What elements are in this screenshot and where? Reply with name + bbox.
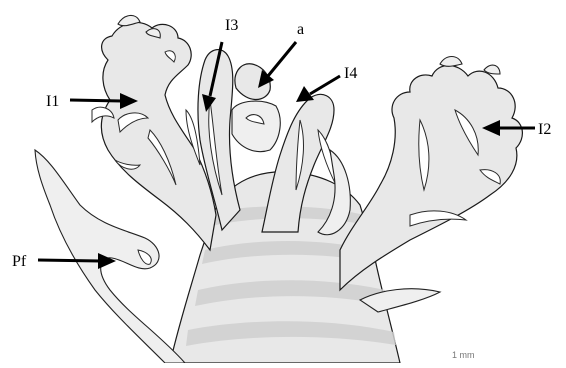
label-i4: I4: [344, 65, 357, 82]
label-i3: I3: [225, 17, 238, 34]
label-pf: Pf: [12, 253, 27, 270]
scale-bar-label: 1 mm: [452, 350, 475, 360]
apex-a: [232, 64, 280, 152]
label-i1: I1: [46, 93, 59, 110]
branch-i1: [92, 15, 216, 250]
label-a: a: [297, 21, 304, 38]
arrow-a: [258, 42, 296, 88]
label-i2: I2: [538, 121, 551, 138]
